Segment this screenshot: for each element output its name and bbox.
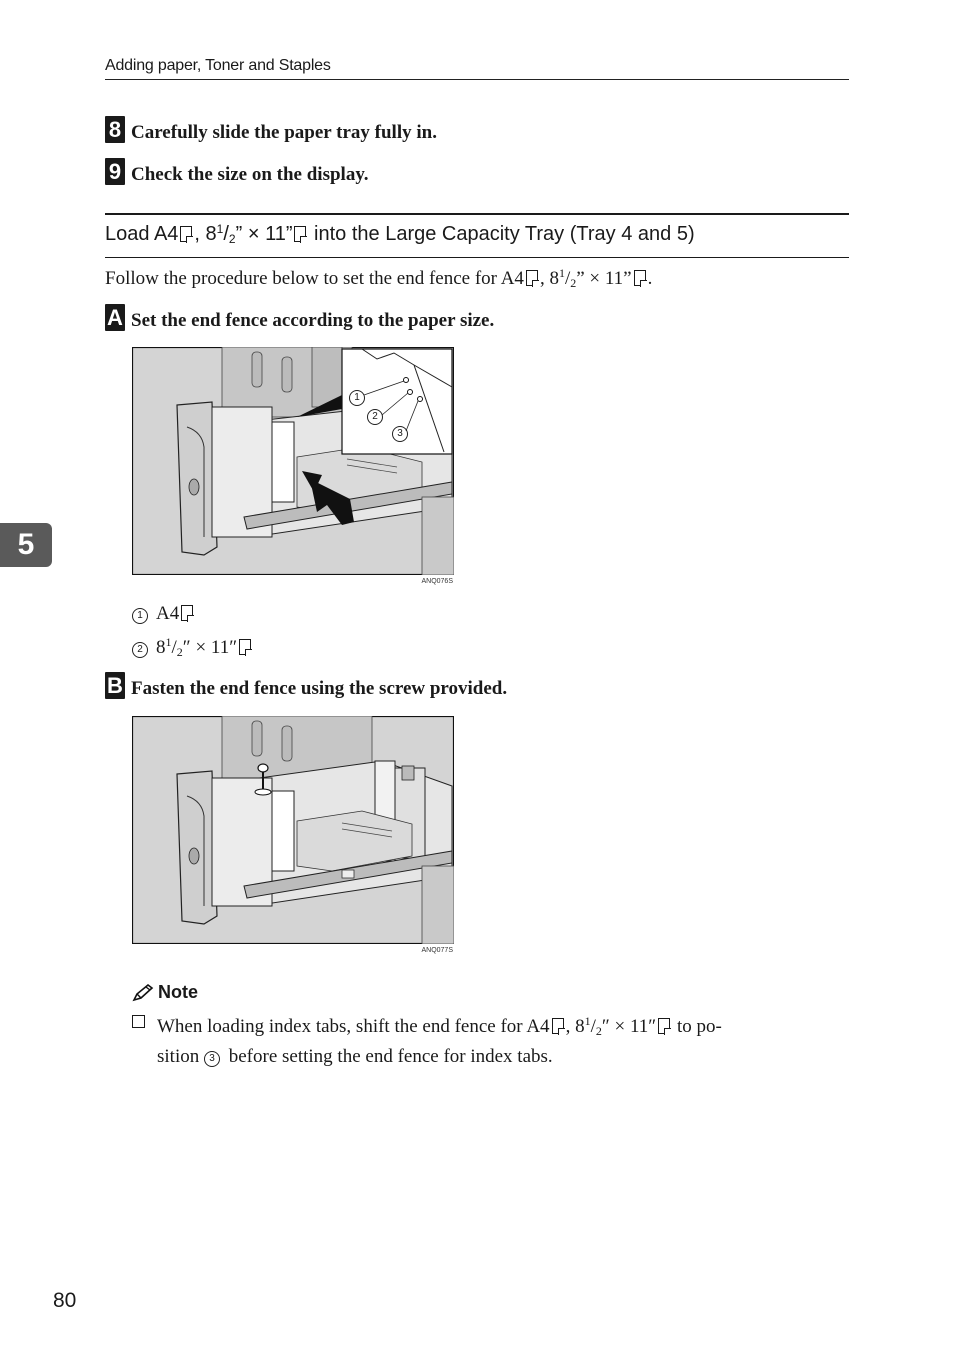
step-number-8: 8 [105, 116, 125, 143]
callout-2: 2 [367, 409, 383, 425]
callout-1: 1 [349, 390, 365, 406]
step-a: A Set the end fence according to the pap… [105, 304, 494, 334]
pencil-icon [132, 983, 154, 1001]
section-title-text-3: ” × 11” [235, 223, 293, 245]
legend-sup: 1 [165, 635, 172, 649]
note-text: When loading index tabs, shift the end f… [157, 1009, 849, 1069]
page-number: 80 [53, 1289, 77, 1312]
paper-portrait-icon [294, 226, 307, 242]
legend-text-2-pre: 8 [156, 637, 166, 658]
section-title-text-1: Load A4 [105, 223, 179, 245]
legend-sub: 2 [176, 645, 183, 659]
legend-slash: / [171, 637, 177, 658]
section-title-sub: 2 [228, 232, 236, 246]
legend-text-2-post: ″ × 11″ [182, 637, 238, 658]
tray-illustration-1 [131, 346, 455, 576]
intro-slash: / [564, 268, 571, 289]
note-slash: / [590, 1016, 596, 1037]
legend-circle-1: 1 [132, 608, 148, 624]
header-rule [105, 79, 849, 80]
section-rule-bottom [105, 257, 849, 258]
intro-text-2: , 8 [539, 268, 559, 289]
paper-portrait-icon [239, 639, 252, 655]
section-title: Load A4 , 81/2” × 11” into the Large Capa… [105, 222, 695, 246]
intro-text-1: Follow the procedure below to set the en… [105, 268, 524, 289]
step-9-text: Check the size on the display. [131, 164, 369, 185]
note-heading-text: Note [158, 982, 198, 1002]
section-title-sup: 1 [216, 222, 224, 236]
note-text-4: to po- [672, 1016, 722, 1037]
step-number-b: B [105, 672, 125, 699]
legend-item-1: 1 A4 [132, 603, 195, 625]
intro-paragraph: Follow the procedure below to set the en… [105, 266, 652, 291]
paper-portrait-icon [181, 605, 194, 621]
section-title-text-2: , 8 [194, 223, 217, 245]
section-title-slash: / [223, 223, 229, 245]
note-text-2: , 8 [565, 1016, 585, 1037]
paper-portrait-icon [180, 226, 193, 242]
note-body: When loading index tabs, shift the end f… [132, 1009, 849, 1069]
step-9: 9 Check the size on the display. [105, 158, 369, 188]
note-text-1: When loading index tabs, shift the end f… [157, 1016, 550, 1037]
intro-sup: 1 [558, 266, 565, 280]
note-position-circle: 3 [203, 1051, 220, 1067]
figure-code-2: ANQ077S [421, 947, 453, 954]
section-title-text-4: into the Large Capacity Tray (Tray 4 and… [308, 223, 695, 245]
callout-3: 3 [392, 426, 408, 442]
step-b: B Fasten the end fence using the screw p… [105, 672, 507, 702]
legend-text-1: A4 [156, 603, 180, 624]
paper-portrait-icon [658, 1018, 671, 1034]
chapter-tab: 5 [0, 523, 52, 567]
note-sup: 1 [584, 1014, 591, 1028]
figure-fasten-end-fence: ANQ077S [131, 715, 455, 954]
legend-circle-2: 2 [132, 642, 148, 658]
step-8-text: Carefully slide the paper tray fully in. [131, 122, 437, 143]
step-number-a: A [105, 304, 125, 331]
figure-code-1: ANQ076S [421, 578, 453, 585]
step-a-text: Set the end fence according to the paper… [131, 310, 495, 331]
note-line2-post: before setting the end fence for index t… [223, 1046, 553, 1067]
note-line2-pre: sition [157, 1046, 204, 1067]
figure-end-fence-setting: 1 2 3 ANQ076S [131, 346, 455, 585]
step-number-9: 9 [105, 158, 125, 185]
note-sub: 2 [595, 1024, 602, 1038]
note-text-3: ″ × 11″ [601, 1016, 657, 1037]
paper-portrait-icon [525, 270, 538, 286]
intro-sub: 2 [570, 276, 577, 290]
step-b-text: Fasten the end fence using the screw pro… [131, 678, 508, 699]
section-rule-top [105, 213, 849, 215]
running-head: Adding paper, Toner and Staples [105, 57, 331, 74]
note-heading: Note [132, 982, 198, 1003]
step-8: 8 Carefully slide the paper tray fully i… [105, 116, 437, 146]
paper-portrait-icon [551, 1018, 564, 1034]
paper-portrait-icon [633, 270, 646, 286]
intro-text-3: ” × 11” [576, 268, 632, 289]
tray-illustration-2 [131, 715, 455, 945]
note-bullet-box [132, 1015, 145, 1028]
intro-text-4: . [647, 268, 653, 289]
